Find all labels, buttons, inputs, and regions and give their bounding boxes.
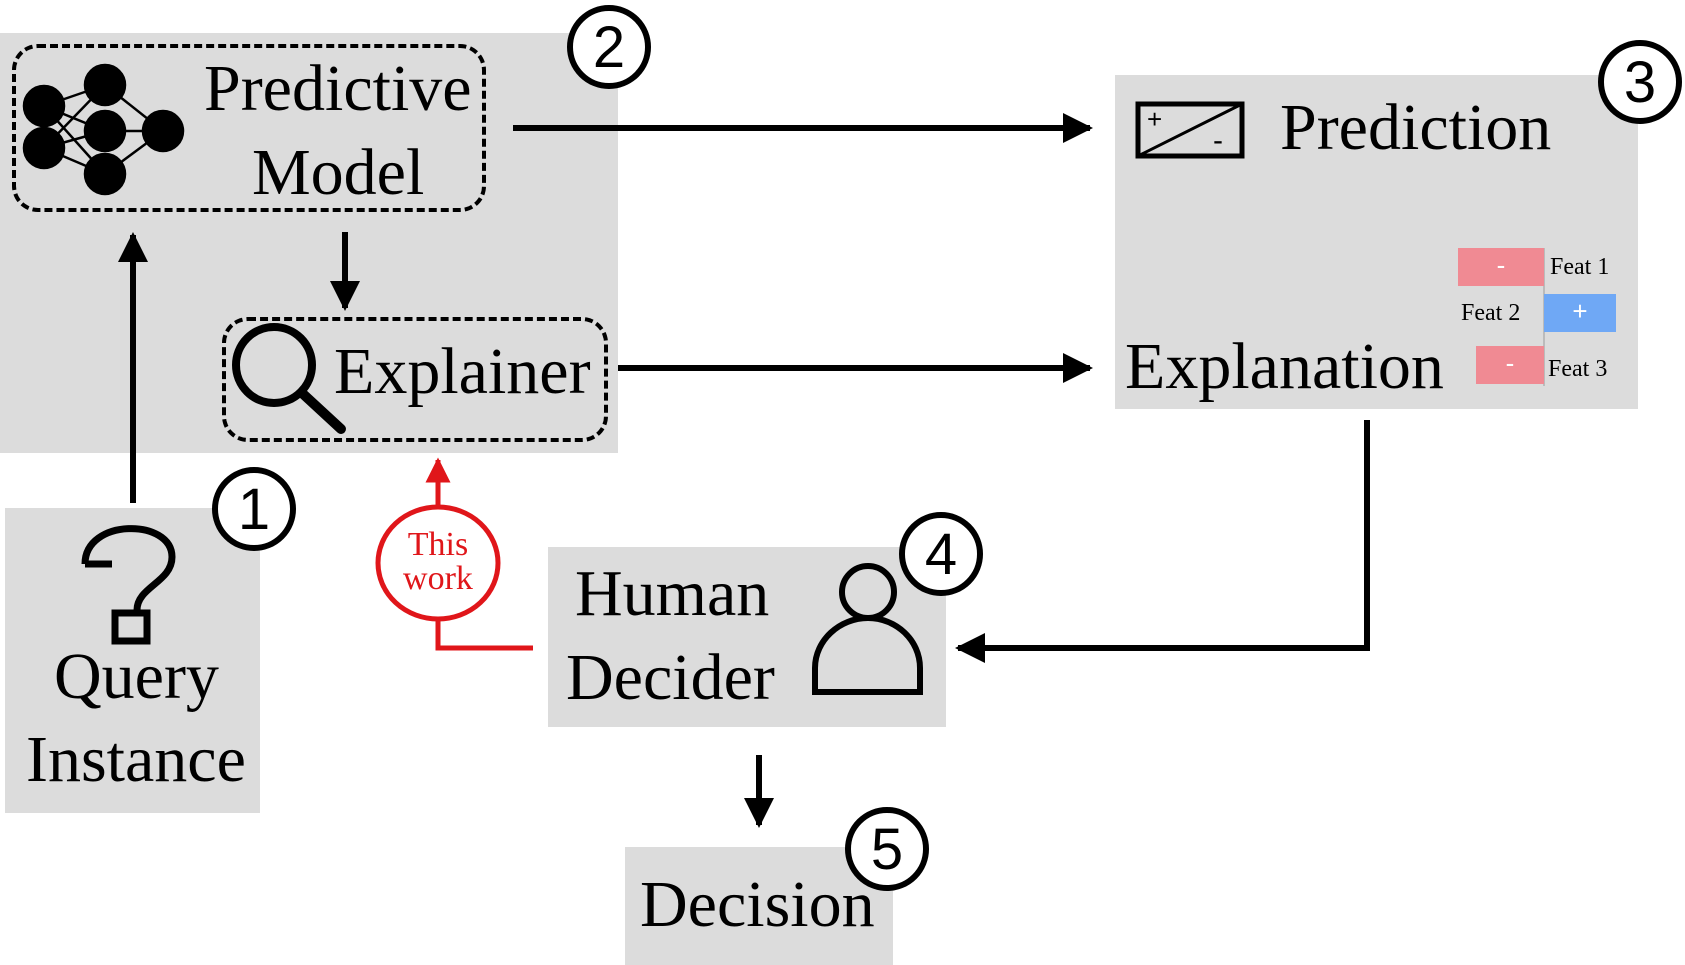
step-3-badge: 3 — [1598, 40, 1682, 124]
feature-label-2: Feat 2 — [1461, 300, 1521, 326]
prediction-plus-sign: + — [1147, 104, 1162, 134]
decision-label: Decision — [640, 868, 875, 941]
prediction-minus-sign: - — [1213, 124, 1223, 157]
step-1-badge: 1 — [212, 467, 296, 551]
feature-bar-3-sign: - — [1505, 348, 1515, 378]
magnifier-icon — [232, 323, 346, 434]
decider-label: Decider — [566, 641, 775, 714]
person-icon — [812, 563, 923, 695]
instance-label: Instance — [26, 723, 246, 796]
this-work-line1: This — [407, 526, 469, 563]
human-box — [548, 547, 946, 727]
question-mark-icon — [81, 525, 176, 645]
feature-bar-3: - — [1476, 346, 1544, 384]
feature-label-1: Feat 1 — [1550, 254, 1610, 280]
explainer-frame — [222, 317, 608, 442]
explainer-label: Explainer — [334, 335, 591, 408]
feature-label-3: Feat 3 — [1548, 356, 1608, 382]
neural-network-icon — [22, 63, 185, 196]
output-box — [1115, 75, 1638, 409]
this-work-oval — [375, 504, 501, 622]
feature-bar-2: + — [1544, 294, 1616, 332]
step-5-badge: 5 — [845, 807, 929, 891]
explanation-label: Explanation — [1125, 330, 1444, 403]
this-work-path — [435, 620, 533, 651]
step-4-badge: 4 — [899, 512, 983, 596]
model-label: Model — [252, 136, 425, 209]
step-2-badge: 2 — [567, 5, 651, 89]
human-label: Human — [575, 557, 770, 630]
plus-minus-icon — [1135, 101, 1245, 159]
this-work-line2: work — [403, 560, 473, 597]
predictive-label: Predictive — [204, 52, 472, 125]
predictive-model-frame — [12, 44, 486, 212]
feature-bar-1-sign: - — [1496, 250, 1506, 280]
feature-bar-1: - — [1458, 248, 1544, 286]
explanation-to-human-arrow — [955, 420, 1370, 663]
prediction-label: Prediction — [1280, 91, 1552, 164]
query-box — [5, 508, 260, 813]
query-label: Query — [54, 640, 219, 713]
feature-bar-2-sign: + — [1572, 296, 1588, 326]
